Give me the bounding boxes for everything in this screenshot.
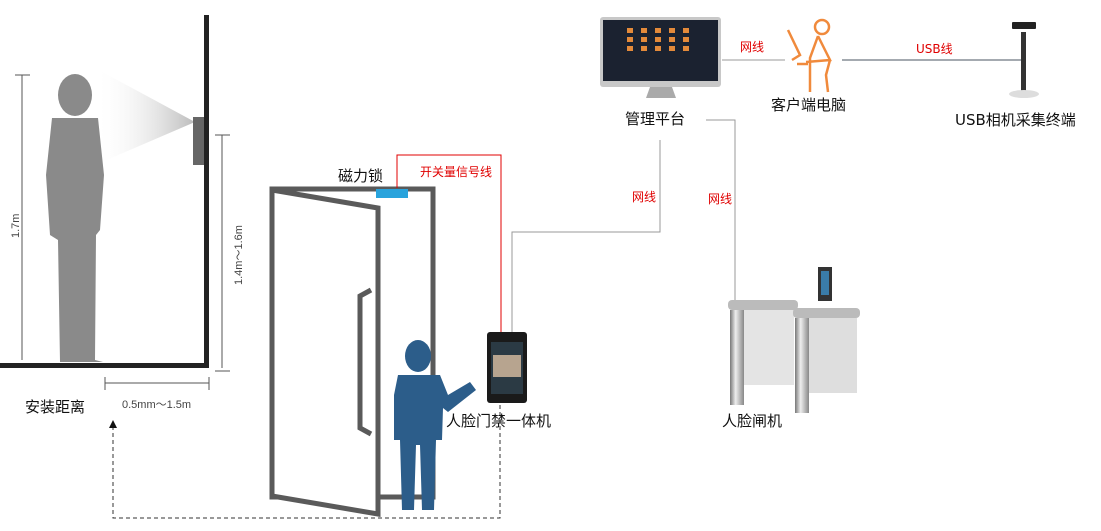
dashed-route-line bbox=[109, 405, 501, 519]
wall bbox=[204, 15, 209, 368]
wall-device bbox=[193, 117, 204, 165]
businessman-icon bbox=[394, 340, 476, 510]
face-terminal-label: 人脸门禁一体机 bbox=[446, 412, 552, 430]
turnstile-icon bbox=[728, 267, 860, 413]
door-handle bbox=[357, 287, 373, 437]
door-leaf bbox=[269, 187, 381, 517]
mount-height-label: 1.4m～1.6m bbox=[233, 225, 245, 285]
signal-cable bbox=[396, 154, 502, 333]
distance-value: 0.5mm～1.5m bbox=[122, 399, 192, 411]
client-cable-label: 网线 bbox=[740, 40, 765, 54]
terminal-cable-label: 网线 bbox=[632, 190, 657, 204]
client-user-icon bbox=[786, 18, 832, 93]
magnetic-lock-label: 磁力锁 bbox=[338, 167, 384, 185]
door bbox=[269, 186, 436, 517]
usb-camera-label: USB相机采集终端 bbox=[955, 111, 1076, 129]
usb-cable-label: USB线 bbox=[916, 42, 953, 56]
client-label: 客户端电脑 bbox=[771, 96, 847, 114]
face-terminal-device bbox=[487, 332, 527, 403]
floor bbox=[0, 363, 209, 368]
platform-label: 管理平台 bbox=[625, 110, 686, 128]
management-monitor: } bbox=[600, 17, 721, 98]
usb-camera-icon bbox=[1009, 22, 1039, 98]
distance-title: 安装距离 bbox=[25, 398, 86, 416]
installation-illustration bbox=[0, 15, 230, 390]
person-silhouette bbox=[46, 74, 104, 362]
turnstile-network-cable bbox=[706, 119, 736, 312]
camera-view-cone bbox=[95, 68, 195, 165]
turnstile-cable-label: 网线 bbox=[708, 192, 733, 206]
height-label: 1.7m bbox=[10, 213, 22, 238]
terminal-network-cable bbox=[511, 140, 661, 333]
magnetic-lock bbox=[376, 189, 408, 198]
signal-cable-label: 开关量信号线 bbox=[420, 165, 493, 179]
turnstile-label: 人脸闸机 bbox=[722, 412, 783, 430]
